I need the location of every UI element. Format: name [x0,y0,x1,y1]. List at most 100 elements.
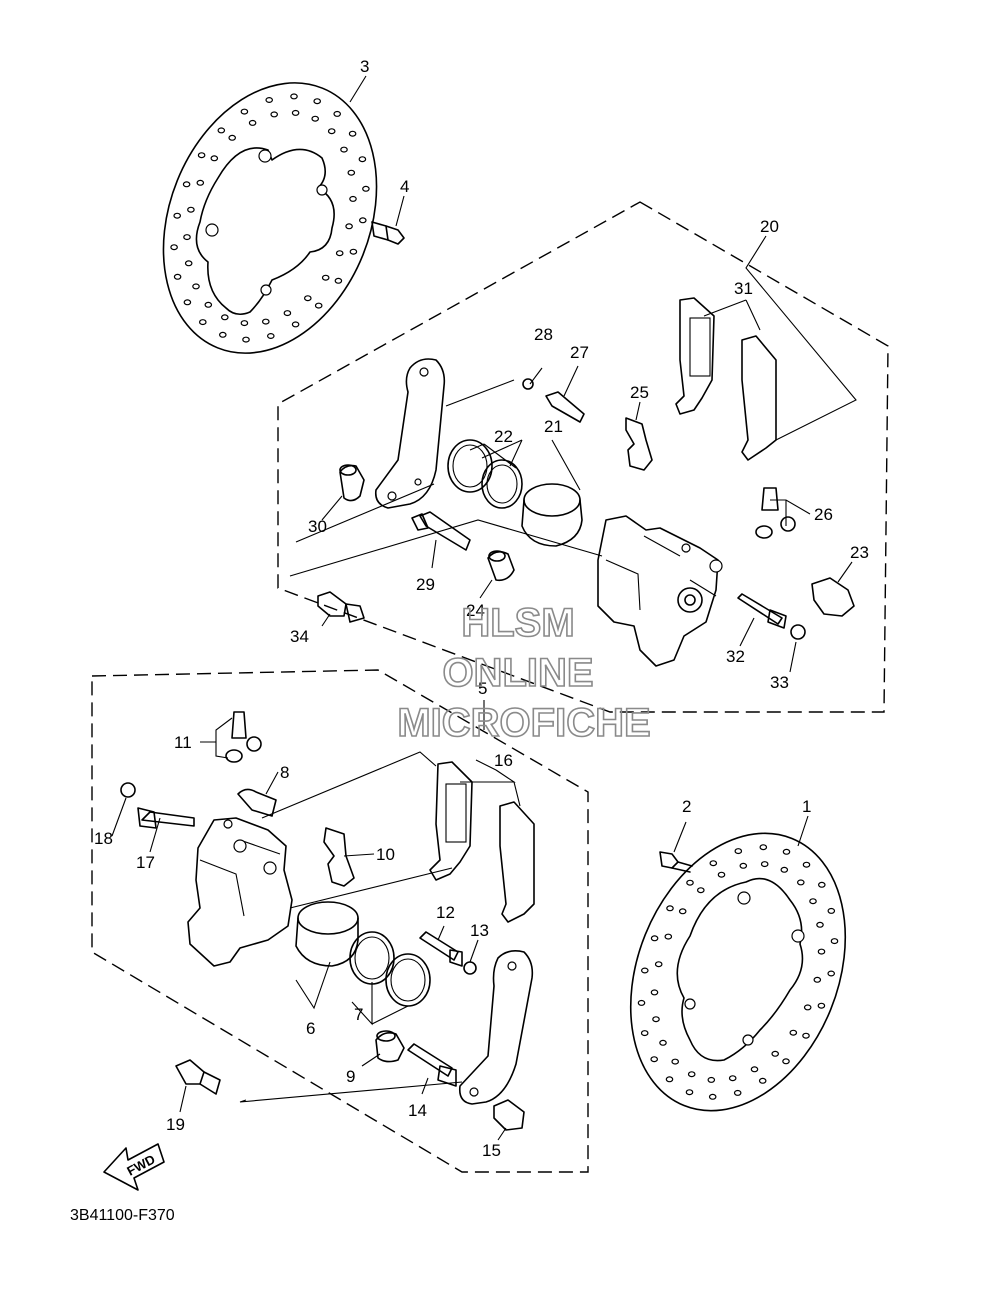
vent-hole [816,921,824,928]
piston-6 [295,901,359,967]
brake-disc-3 [162,82,378,354]
callout-31: 31 [734,279,753,298]
callout-9: 9 [346,1067,355,1086]
vent-hole [283,310,292,317]
callout-27: 27 [570,343,589,362]
vent-hole [183,234,191,241]
diagram-code: 3B41100-F370 [70,1207,175,1224]
vent-hole [311,115,320,122]
vent-hole [192,283,200,290]
vent-hole [173,273,182,280]
callout-19: 19 [166,1115,185,1134]
callout-33: 33 [770,673,789,692]
forward-direction-arrow: FWD [103,1143,165,1191]
washer-13 [463,961,477,975]
vent-hole [290,93,298,100]
vent-hole [291,109,300,116]
bolt-19 [175,1059,221,1095]
vent-hole [270,111,279,118]
callout-6: 6 [306,1019,315,1038]
washer-28 [522,378,534,390]
callout-18: 18 [94,829,113,848]
vent-hole [204,301,213,308]
vent-hole [739,862,748,869]
vent-hole [321,274,330,281]
callout-labels: 1 2 3 4 5 6 7 8 9 10 11 12 13 14 15 16 1… [94,57,869,1160]
brake-disc-1 [629,832,847,1112]
vent-hole [830,938,839,945]
vent-hole [197,152,206,159]
callout-12: 12 [436,903,455,922]
vent-hole [733,1089,742,1096]
bolt-15 [493,1099,525,1131]
vent-hole [261,318,270,325]
pad-spring-25 [625,417,653,471]
vent-hole [335,250,344,257]
vent-hole [349,195,357,202]
callout-24: 24 [466,601,485,620]
disc-bolt-2 [659,851,693,873]
vent-hole [348,130,357,137]
vent-hole [240,108,249,115]
vent-hole [782,1058,790,1065]
vent-hole [809,898,817,905]
bleeder-26 [755,487,796,539]
vent-hole [650,1056,659,1063]
callout-4: 4 [400,177,409,196]
assembly-boundary-5 [91,669,589,1173]
vent-hole [196,179,205,186]
vent-hole [708,1093,717,1100]
vent-hole [654,961,663,968]
disc-1-vent-holes [637,844,839,1100]
pin-32 [737,593,787,629]
vent-hole [650,935,659,942]
brake-pads-16 [429,761,535,923]
disc-3-vent-holes [170,93,370,343]
vent-hole [291,321,300,328]
disc-bolt-4 [371,221,405,245]
vent-hole [650,989,659,996]
callout-23: 23 [850,543,869,562]
vent-hole [686,879,694,886]
callout-14: 14 [408,1101,427,1120]
callout-8: 8 [280,763,289,782]
watermark-line-2: ONLINE [442,651,593,695]
callout-5: 5 [478,679,487,698]
vent-hole [696,887,705,894]
vent-hole [759,844,768,851]
vent-hole [771,1050,780,1057]
vent-hole [210,155,219,162]
vent-hole [717,871,726,878]
vent-hole [728,1075,737,1082]
callout-28: 28 [534,325,553,344]
vent-hole [817,948,826,955]
brake-pads-31 [675,297,777,461]
leader-lines [111,75,857,1141]
vent-hole [780,866,789,873]
vent-hole [228,134,237,141]
vent-hole [782,848,791,855]
vent-hole [314,302,323,309]
vent-hole [266,333,275,340]
assembly-boundary-20 [277,201,889,713]
pin-12 [419,931,463,967]
vent-hole [349,248,358,255]
bolt-34 [317,591,365,623]
watermark-line-3: MICROFICHE [397,701,650,745]
vent-hole [827,907,836,914]
callout-26: 26 [814,505,833,524]
pad-spring-10 [323,827,355,887]
vent-hole [199,319,207,326]
vent-hole [358,156,367,163]
vent-hole [802,861,811,868]
callout-16: 16 [494,751,513,770]
vent-hole [652,1016,660,1023]
callout-21: 21 [544,417,563,436]
vent-hole [750,1066,759,1073]
vent-hole [248,119,257,126]
bolt-27 [545,391,585,423]
callout-32: 32 [726,647,745,666]
vent-hole [170,244,178,251]
caliper-bracket-upper [374,358,446,509]
